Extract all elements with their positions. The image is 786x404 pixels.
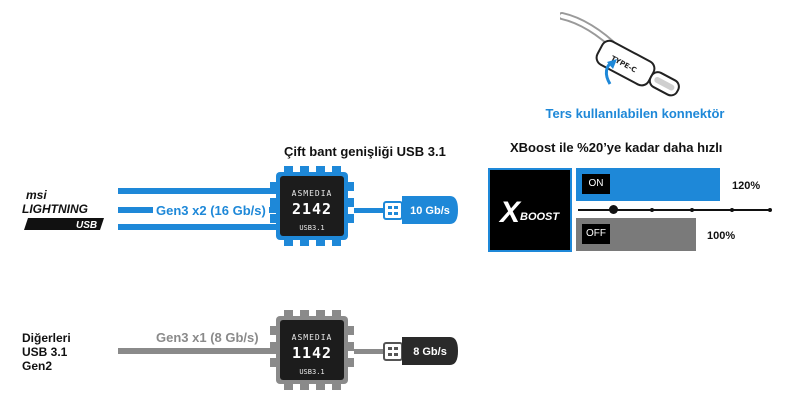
type-c-connector-illustration: TYPE-C	[558, 10, 700, 100]
scale-marker	[609, 205, 618, 214]
svg-text:LIGHTNING: LIGHTNING	[22, 202, 88, 216]
on-value: 120%	[732, 180, 761, 192]
xboost-logo: X BOOST	[498, 196, 560, 228]
blue-lane-label: Gen3 x2 (16 Gb/s)	[153, 203, 269, 218]
svg-text:2142: 2142	[292, 200, 332, 218]
blue-usb-drive: 10 Gb/s	[354, 193, 460, 227]
svg-text:1142: 1142	[292, 344, 332, 362]
asmedia-1142-chip: ASMEDIA 1142 USB3.1	[270, 310, 354, 390]
gray-drive-label: 8 Gb/s	[413, 346, 447, 358]
xboost-heading: XBoost ile %20’ye kadar daha hızlı	[510, 140, 723, 155]
asmedia-2142-chip: ASMEDIA 2142 USB3.1	[270, 166, 354, 246]
svg-text:ASMEDIA: ASMEDIA	[292, 189, 333, 198]
scale-dot	[768, 208, 772, 212]
others-label: Diğerleri USB 3.1 Gen2	[22, 331, 71, 373]
scale-dot	[650, 208, 654, 212]
xboost-off-bar: OFF	[576, 218, 696, 251]
scale-dot	[690, 208, 694, 212]
off-tag: OFF	[582, 224, 610, 244]
svg-text:USB3.1: USB3.1	[299, 368, 324, 376]
gray-lane-label: Gen3 x1 (8 Gb/s)	[153, 330, 262, 345]
svg-text:X: X	[498, 196, 522, 228]
gray-lane-line	[118, 348, 278, 354]
blue-drive-label: 10 Gb/s	[410, 205, 450, 217]
xboost-on-bar: ON	[576, 168, 720, 201]
gray-usb-drive: 8 Gb/s	[354, 335, 460, 369]
bandwidth-heading: Çift bant genişliği USB 3.1	[284, 144, 446, 159]
connector-caption: Ters kullanılabilen konnektör	[545, 106, 725, 121]
svg-text:ASMEDIA: ASMEDIA	[292, 333, 333, 342]
xboost-logo-box: X BOOST	[488, 168, 572, 252]
scale-line	[578, 209, 770, 211]
svg-text:msi: msi	[26, 188, 47, 202]
on-tag: ON	[582, 174, 610, 194]
svg-text:USB3.1: USB3.1	[299, 224, 324, 232]
scale-dot	[730, 208, 734, 212]
msi-lightning-usb-logo: msi LIGHTNING USB	[22, 188, 108, 232]
svg-text:USB: USB	[76, 220, 97, 231]
svg-text:BOOST: BOOST	[520, 211, 560, 223]
off-value: 100%	[707, 230, 736, 242]
